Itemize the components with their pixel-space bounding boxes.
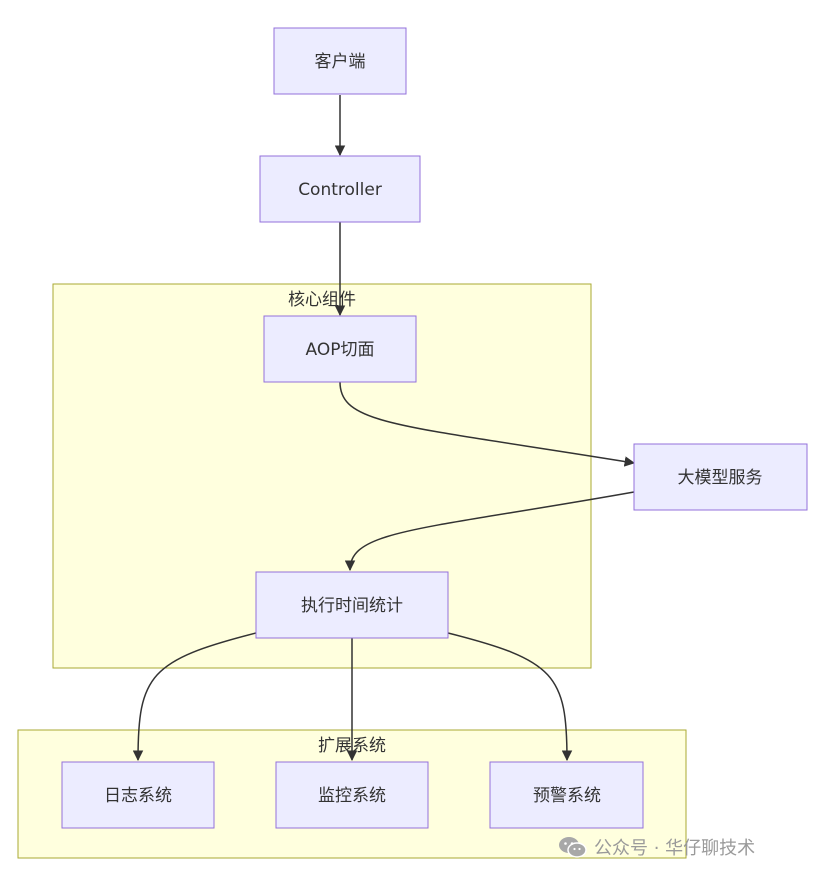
node-llm-label: 大模型服务 (678, 468, 763, 488)
node-aop-label: AOP切面 (306, 340, 375, 360)
edge-timing-alert (447, 632, 573, 762)
watermark-text: 公众号 · 华仔聊技术 (594, 838, 756, 859)
watermark: 公众号 · 华仔聊技术 (558, 834, 755, 860)
node-timing: 执行时间统计 (255, 571, 449, 639)
node-log-label: 日志系统 (104, 786, 172, 806)
node-alert-label: 预警系统 (533, 786, 601, 806)
node-log-system: 日志系统 (61, 761, 215, 829)
node-alert-system: 预警系统 (489, 761, 644, 829)
node-controller: Controller (259, 155, 421, 223)
node-monitor-label: 监控系统 (318, 786, 386, 806)
edge-llm-timing (344, 491, 635, 572)
node-client: 客户端 (273, 27, 407, 95)
node-client-label: 客户端 (315, 52, 366, 72)
wechat-icon (559, 837, 587, 858)
cluster-core-label: 核心组件 (288, 290, 356, 310)
node-controller-label: Controller (298, 180, 382, 200)
node-monitor-system: 监控系统 (275, 761, 429, 829)
edge-aop-llm (339, 381, 636, 467)
node-timing-label: 执行时间统计 (301, 596, 403, 616)
edge-timing-log (132, 632, 257, 762)
node-llm-service: 大模型服务 (633, 443, 808, 511)
node-aop: AOP切面 (263, 315, 417, 383)
